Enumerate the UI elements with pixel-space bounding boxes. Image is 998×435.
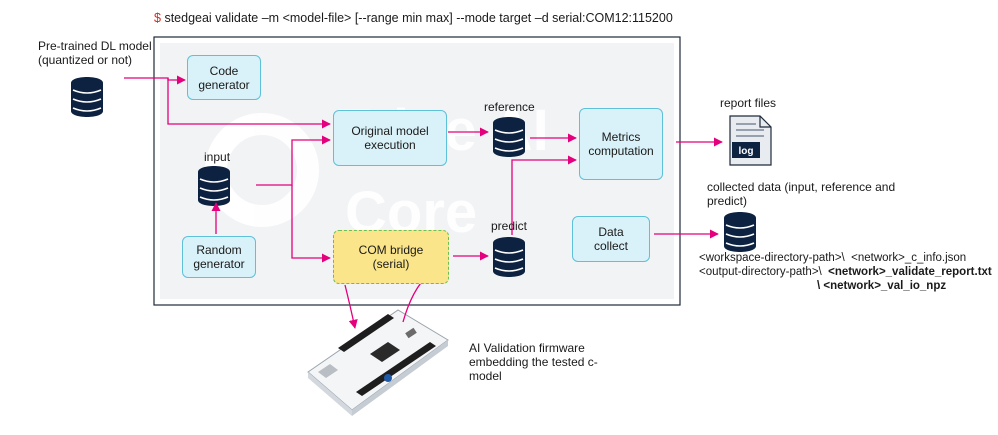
arrow-model-to-original [167, 78, 331, 129]
reference-label: reference [484, 100, 535, 114]
output-path-line3: \ <network>_val_io_npz [817, 280, 947, 292]
arrow-bridge-to-board [344, 284, 358, 329]
predict-label: predict [491, 219, 528, 233]
output-path-line2: <output-directory-path>\ <network>_valid… [699, 266, 992, 278]
log-file-icon: log [729, 115, 772, 166]
database-icon [492, 236, 526, 278]
output-path-line1: <workspace-directory-path>\ <network>_c_… [699, 252, 967, 264]
database-icon [492, 116, 526, 158]
database-icon [70, 76, 104, 118]
log-icon-label: log [739, 146, 754, 157]
arrow-input-to-original [256, 135, 331, 186]
com-bridge-box: COM bridge(serial) [333, 230, 449, 284]
collected-data-label: collected data (input, reference and pre… [707, 180, 896, 208]
nucleo-board-icon [307, 309, 449, 416]
command-text: stedgeai validate –m <model-file> [--ran… [164, 11, 673, 25]
firmware-label: AI Validation firmware embedding the tes… [469, 341, 598, 383]
command-line: $ stedgeai validate –m <model-file> [--r… [154, 11, 673, 25]
input-label: input [204, 150, 231, 164]
command-prompt: $ [154, 11, 161, 25]
arrow-predict-to-metrics [511, 155, 577, 235]
arrow-input-to-bridge [291, 185, 331, 263]
database-icon [197, 165, 231, 207]
database-icon [723, 211, 757, 253]
output-paths: <workspace-directory-path>\ <network>_c_… [699, 251, 992, 293]
report-files-label: report files [720, 96, 777, 110]
pretrained-model-label: Pre-trained DL model (quantized or not) [38, 39, 152, 67]
